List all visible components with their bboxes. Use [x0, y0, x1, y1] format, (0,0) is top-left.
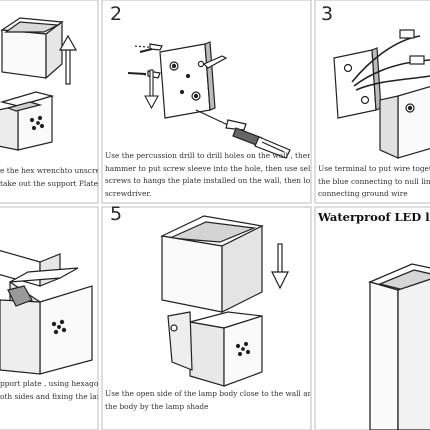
step6-illustration — [370, 264, 430, 430]
caption-line: e the hex wrenchto unscrew — [0, 165, 98, 178]
caption-line: Use terminal to put wire together , — [318, 163, 430, 176]
caption-line: hammer to put screw sleeve into the hole… — [105, 163, 310, 176]
caption-line: the blue connecting to null line and — [318, 176, 430, 189]
step-3-caption: Use terminal to put wire together , the … — [318, 163, 430, 201]
caption-line: connecting ground wire — [318, 188, 430, 201]
product-heading: Waterproof LED l — [318, 210, 430, 224]
caption-line: screwdriver. — [105, 188, 310, 201]
caption-line: Use the open side of the lamp body close… — [105, 388, 310, 401]
caption-line: the body by the lamp shade — [105, 401, 310, 414]
step1-illustration — [0, 18, 62, 150]
step-3-number: 3 — [321, 3, 333, 25]
step-2-caption: Use the percussion drill to drill holes … — [105, 150, 310, 200]
step-5-caption: Use the open side of the lamp body close… — [105, 388, 310, 413]
step3-illustration — [334, 30, 430, 158]
step4-illustration — [0, 250, 92, 374]
step-1-caption: e the hex wrenchto unscrew take out the … — [0, 165, 98, 190]
caption-line: oth sides and fixing the lamp — [0, 391, 98, 404]
step-4-caption: pport plate , using hexagonal oth sides … — [0, 378, 98, 403]
caption-line: screws to hangs the plate installed on t… — [105, 175, 310, 188]
caption-line: pport plate , using hexagonal — [0, 378, 98, 391]
caption-line: take out the support Plate. — [0, 178, 98, 191]
step-5-number: 5 — [110, 203, 122, 225]
step5-down-arrow — [272, 244, 288, 288]
caption-line: Use the percussion drill to drill holes … — [105, 150, 310, 163]
step5-illustration — [162, 216, 262, 386]
step-2-number: 2 — [110, 3, 122, 25]
